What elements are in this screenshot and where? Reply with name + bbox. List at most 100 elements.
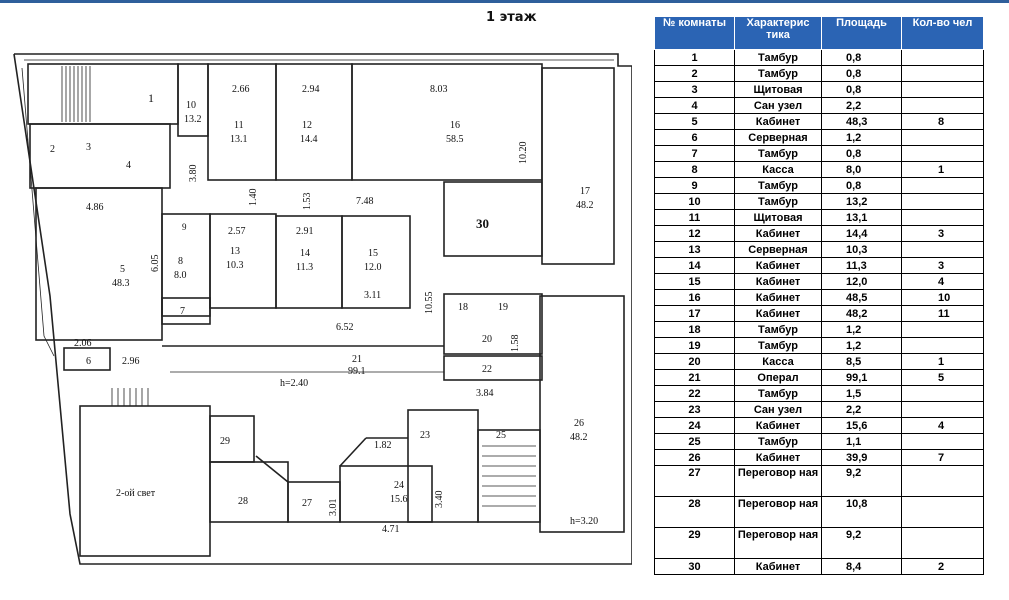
- plan-label-dim-7-48: 7.48: [356, 196, 374, 207]
- plan-label-room-21-area: 99.1: [348, 366, 366, 377]
- cell-type: Кабинет: [734, 225, 822, 242]
- plan-label-room-19: 19: [498, 302, 508, 313]
- cell-type: Кабинет: [734, 305, 822, 322]
- cell-people: [901, 433, 984, 450]
- plan-label-room-28: 28: [238, 496, 248, 507]
- plan-label-dim-2-94: 2.94: [302, 84, 320, 95]
- plan-label-room-11-area: 13.1: [230, 134, 248, 145]
- cell-area: 99,1: [821, 369, 902, 386]
- cell-area: 13,2: [821, 193, 902, 210]
- cell-people: 3: [901, 257, 984, 274]
- plan-label-dim-4-86: 4.86: [86, 202, 104, 213]
- cell-type: Кабинет: [734, 257, 822, 274]
- cell-type: Тамбур: [734, 65, 822, 82]
- cell-type: Операл: [734, 369, 822, 386]
- cell-type: Сан узел: [734, 401, 822, 418]
- plan-label-room-10-area: 13.2: [184, 114, 202, 125]
- cell-area: 0,8: [821, 177, 902, 194]
- cell-people: 5: [901, 369, 984, 386]
- cell-area: 0,8: [821, 49, 902, 66]
- cell-area: 1,2: [821, 337, 902, 354]
- plan-label-room-3: 3: [86, 142, 91, 153]
- header-room-number: № комнаты: [654, 16, 735, 50]
- page-title: 1 этаж: [486, 10, 537, 25]
- cell-number: 6: [654, 129, 735, 146]
- cell-people: 4: [901, 417, 984, 434]
- cell-people: 4: [901, 273, 984, 290]
- header-area: Площадь: [821, 16, 902, 50]
- cell-type: Кабинет: [734, 417, 822, 434]
- cell-people: [901, 49, 984, 66]
- cell-area: 10,3: [821, 241, 902, 258]
- cell-number: 8: [654, 161, 735, 178]
- cell-number: 4: [654, 97, 735, 114]
- cell-number: 3: [654, 81, 735, 98]
- cell-type: Щитовая: [734, 81, 822, 98]
- cell-type: Щитовая: [734, 209, 822, 226]
- cell-type: Кабинет: [734, 273, 822, 290]
- cell-number: 21: [654, 369, 735, 386]
- cell-people: 11: [901, 305, 984, 322]
- cell-area: 13,1: [821, 209, 902, 226]
- cell-people: [901, 177, 984, 194]
- cell-number: 24: [654, 417, 735, 434]
- plan-label-room-15-area: 12.0: [364, 262, 382, 273]
- plan-label-dim-2-66: 2.66: [232, 84, 250, 95]
- cell-area: 48,5: [821, 289, 902, 306]
- cell-type: Кабинет: [734, 113, 822, 130]
- plan-label-room-17-area: 48.2: [576, 200, 594, 211]
- plan-label-room-5: 5: [120, 264, 125, 275]
- plan-label-room-25: 25: [496, 430, 506, 441]
- header-people-count: Кол-во чел: [901, 16, 984, 50]
- plan-label-room-26-area: 48.2: [570, 432, 588, 443]
- plan-label-dim-2-57: 2.57: [228, 226, 246, 237]
- plan-label-dim-8-03: 8.03: [430, 84, 448, 95]
- plan-label-dim-1-58: 1.58: [510, 335, 521, 353]
- cell-type: Тамбур: [734, 337, 822, 354]
- plan-label-dim-6-05: 6.05: [150, 255, 161, 273]
- cell-people: [901, 496, 984, 528]
- cell-people: [901, 465, 984, 497]
- plan-label-room-27: 27: [302, 498, 312, 509]
- cell-type: Переговор ная: [734, 465, 822, 497]
- cell-people: 7: [901, 449, 984, 466]
- cell-people: [901, 401, 984, 418]
- cell-people: 10: [901, 289, 984, 306]
- cell-number: 14: [654, 257, 735, 274]
- plan-label-room-18: 18: [458, 302, 468, 313]
- plan-label-room-29: 29: [220, 436, 230, 447]
- cell-type: Тамбур: [734, 321, 822, 338]
- plan-label-dim-3-84: 3.84: [476, 388, 494, 399]
- plan-label-dim-1-82: 1.82: [374, 440, 392, 451]
- cell-type: Кабинет: [734, 289, 822, 306]
- plan-label-room-24: 24: [394, 480, 404, 491]
- plan-label-room-23: 23: [420, 430, 430, 441]
- stair-flights: [61, 66, 536, 507]
- cell-area: 1,1: [821, 433, 902, 450]
- cell-number: 19: [654, 337, 735, 354]
- cell-area: 0,8: [821, 145, 902, 162]
- plan-label-room-16-area: 58.5: [446, 134, 464, 145]
- plan-walls: [13, 53, 632, 565]
- cell-area: 10,8: [821, 496, 902, 528]
- cell-type: Тамбур: [734, 433, 822, 450]
- plan-label-room-20: 20: [482, 334, 492, 345]
- plan-label-dim-3-11: 3.11: [364, 290, 381, 301]
- plan-label-dim-2-96: 2.96: [122, 356, 140, 367]
- plan-label-room-26: 26: [574, 418, 584, 429]
- plan-label-room-9: 9: [182, 222, 187, 232]
- cell-number: 23: [654, 401, 735, 418]
- plan-label-room-17: 17: [580, 186, 590, 197]
- cell-number: 1: [654, 49, 735, 66]
- plan-label-room-15: 15: [368, 248, 378, 259]
- floor-plan: 1 10 13.2 2.66 11 13.1 2.94 12 14.4 8.03…: [13, 53, 632, 565]
- plan-label-dim-2-06: 2.06: [74, 338, 92, 349]
